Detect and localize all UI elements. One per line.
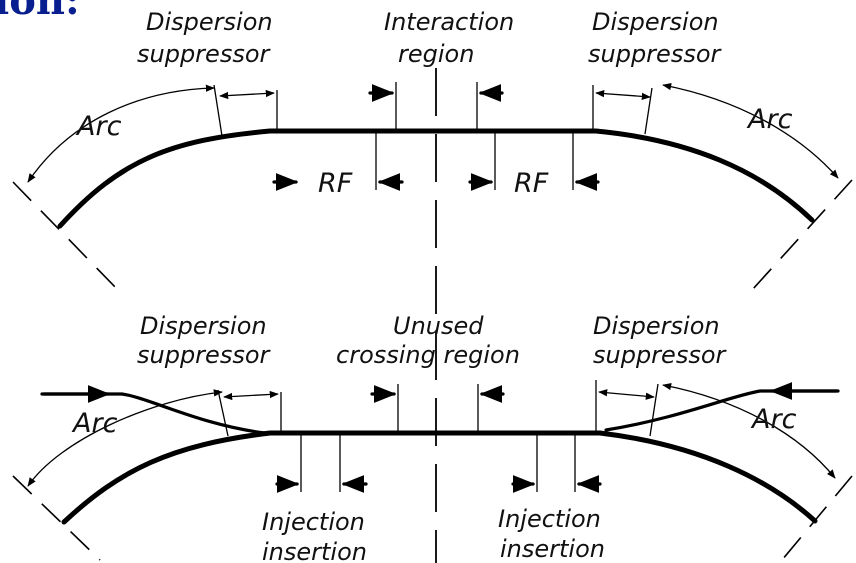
bottom-unused-label-1: Unused — [393, 312, 484, 340]
bottom-left-suppressor-dimension — [223, 390, 279, 401]
top-left-suppressor-tick-1 — [213, 84, 223, 137]
bottom-right-arc-label: Arc — [750, 404, 797, 435]
bottom-right-suppressor-label-1: Dispersion — [593, 312, 720, 340]
bottom-right-suppressor-dimension — [598, 389, 655, 400]
bottom-ring: Dispersion suppressor Unused crossing re… — [12, 312, 853, 563]
title-fragment: ion: — [0, 0, 80, 24]
top-left-arc-dimension — [27, 84, 215, 183]
top-left-suppressor-label-2: suppressor — [137, 40, 272, 68]
top-interaction-label-1: Interaction — [384, 8, 514, 36]
top-rf-right-label: RF — [514, 168, 549, 199]
bottom-right-arc-dimension — [662, 382, 836, 479]
bottom-left-suppressor-tick-1 — [217, 389, 229, 437]
bottom-right-injection-label-1: Injection — [498, 505, 601, 533]
top-right-boundary — [751, 179, 853, 291]
top-right-suppressor-tick-2 — [644, 87, 653, 135]
top-interaction-label-2: region — [398, 40, 474, 68]
bottom-right-injection-line — [604, 389, 840, 432]
bottom-left-suppressor-label-1: Dispersion — [140, 312, 267, 340]
bottom-beam-path — [61, 430, 818, 525]
bottom-right-injection-label-2: insertion — [500, 535, 605, 563]
bottom-left-arc-label: Arc — [71, 408, 118, 439]
top-right-arc-dimension — [662, 82, 839, 179]
bottom-left-suppressor-label-2: suppressor — [137, 341, 272, 369]
top-left-suppressor-label-1: Dispersion — [146, 8, 273, 36]
bottom-left-injection-label-1: Injection — [262, 508, 365, 536]
bottom-left-injection-label-2: insertion — [262, 538, 367, 563]
top-left-boundary — [12, 181, 119, 291]
top-left-arc-label: Arc — [75, 111, 122, 142]
top-right-suppressor-label-2: suppressor — [588, 40, 723, 68]
top-right-arc-label: Arc — [746, 104, 793, 135]
bottom-left-arc-dimension — [27, 389, 223, 487]
top-ring: Dispersion suppressor Interaction region… — [12, 8, 853, 291]
bottom-unused-label-2: crossing region — [336, 341, 520, 369]
top-right-suppressor-dimension — [595, 89, 651, 101]
top-left-suppressor-dimension — [219, 89, 275, 100]
top-right-suppressor-label-1: Dispersion — [592, 8, 719, 36]
bottom-left-boundary — [12, 475, 101, 561]
top-rf-left-label: RF — [318, 168, 353, 199]
bottom-right-suppressor-label-2: suppressor — [593, 341, 728, 369]
bottom-right-suppressor-tick-2 — [649, 383, 659, 437]
bottom-right-boundary — [781, 475, 853, 561]
